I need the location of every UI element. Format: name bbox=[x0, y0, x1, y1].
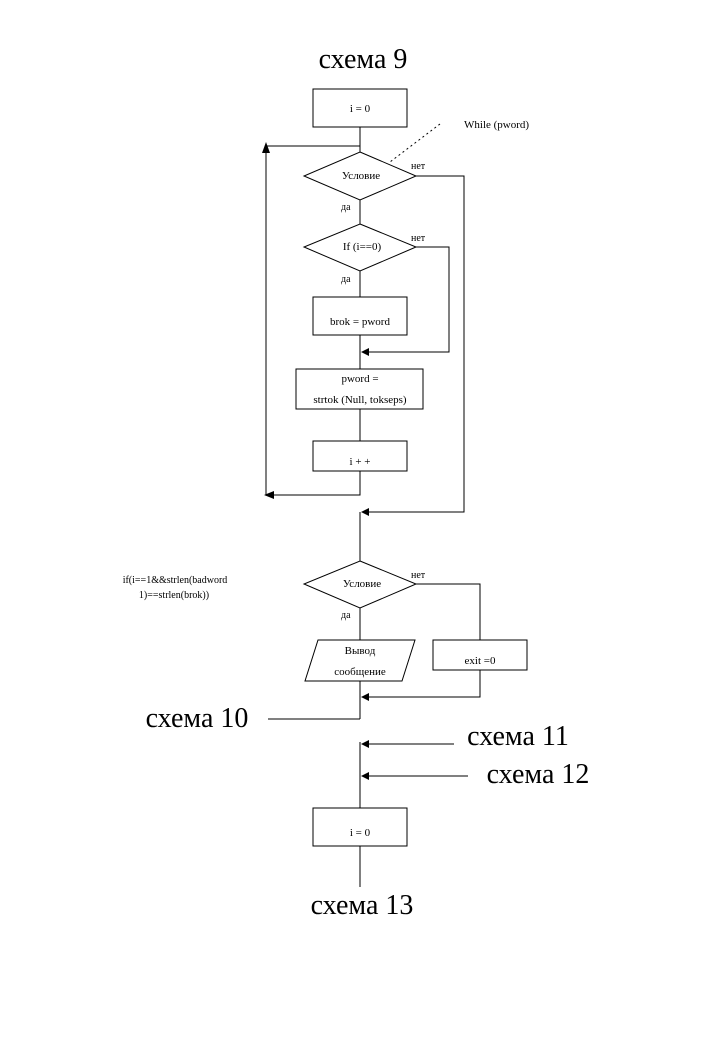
condition-2-comment-2: 1)==strlen(brok)) bbox=[139, 590, 209, 601]
scheme-11-label: схема 11 bbox=[467, 721, 569, 752]
condition-2-text: Условие bbox=[343, 578, 381, 590]
condition-2-yes-label: да bbox=[341, 610, 351, 621]
increment-block bbox=[312, 440, 408, 472]
condition-2-no-branch bbox=[416, 583, 481, 640]
if-i-zero-yes-label: да bbox=[341, 274, 351, 285]
strtok-text-1: pword = bbox=[341, 373, 378, 385]
output-text-2: сообщение bbox=[334, 666, 386, 678]
assign-brok-text: brok = pword bbox=[330, 316, 390, 328]
loop-left-arrowhead bbox=[264, 491, 274, 499]
output-block bbox=[304, 639, 416, 682]
loop-arrow-up bbox=[262, 142, 270, 153]
exit-assign-block bbox=[432, 639, 528, 671]
scheme-10-label: схема 10 bbox=[146, 703, 249, 734]
condition-1-yes-label: да bbox=[341, 202, 351, 213]
exit-return-line bbox=[361, 670, 481, 701]
increment-text: i + + bbox=[350, 456, 371, 468]
condition-1-text: Условие bbox=[342, 170, 380, 182]
if-no-branch bbox=[361, 246, 450, 356]
final-init-block bbox=[312, 807, 408, 847]
comment-leader bbox=[389, 123, 441, 163]
condition-1-no-branch bbox=[361, 175, 465, 516]
if-i-zero-no-label: нет bbox=[411, 233, 426, 244]
output-text-1: Вывод bbox=[345, 645, 376, 657]
condition-2-comment-1: if(i==1&&strlen(badword bbox=[123, 575, 228, 586]
scheme-13-label: схема 13 bbox=[311, 890, 414, 921]
exit-assign-text: exit =0 bbox=[465, 655, 496, 667]
loop-back-line bbox=[265, 146, 361, 496]
scheme-12-label: схема 12 bbox=[487, 759, 590, 790]
strtok-block bbox=[295, 368, 424, 410]
init-i-block bbox=[312, 88, 408, 128]
condition-2-no-label: нет bbox=[411, 570, 426, 581]
final-init-text: i = 0 bbox=[350, 827, 371, 839]
assign-brok-block bbox=[312, 296, 408, 336]
scheme-9-label: схема 9 bbox=[319, 44, 408, 75]
strtok-text-2: strtok (Null, tokseps) bbox=[313, 394, 407, 406]
while-comment: While (pword) bbox=[464, 119, 529, 131]
if-i-zero-text: If (i==0) bbox=[343, 241, 382, 253]
condition-1-no-label: нет bbox=[411, 161, 426, 172]
init-i-text: i = 0 bbox=[350, 103, 371, 115]
